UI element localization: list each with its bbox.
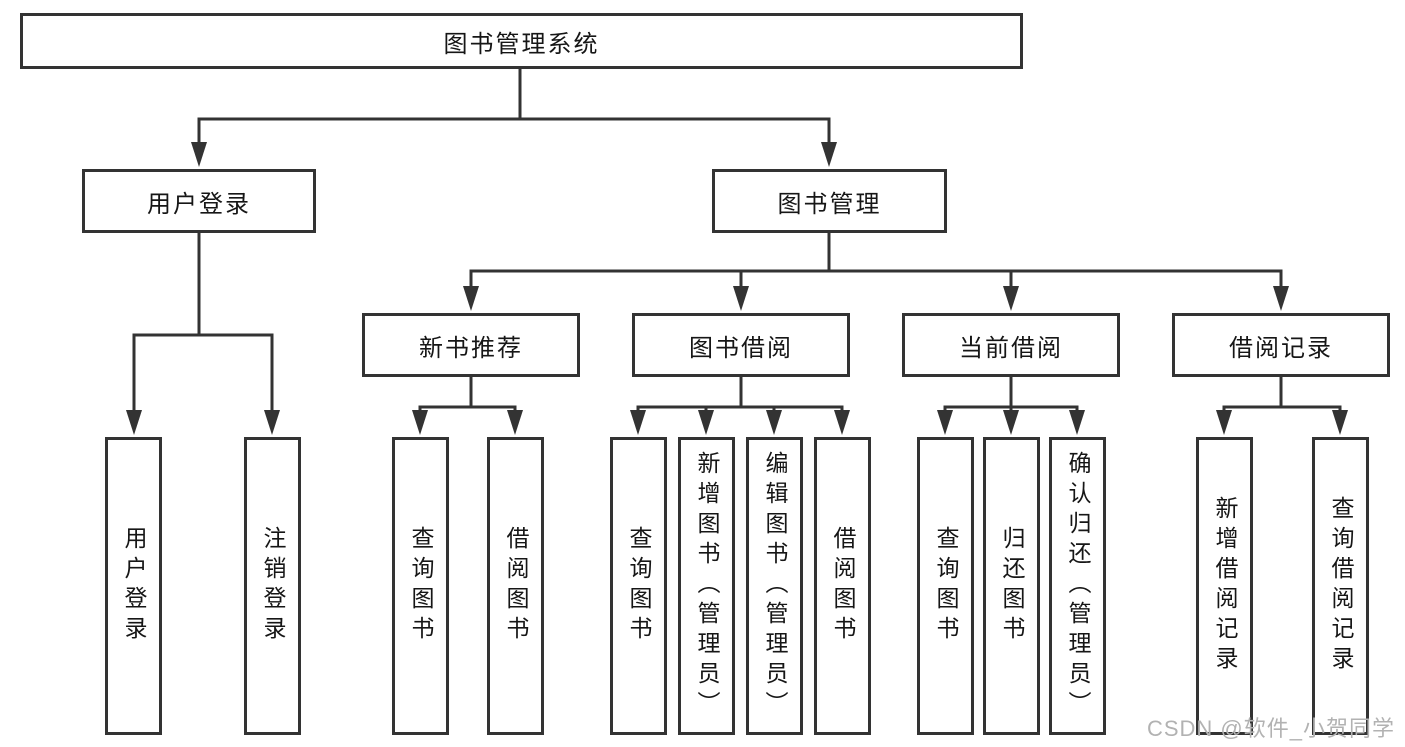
arrowhead-icon xyxy=(1332,410,1348,435)
arrowhead-icon xyxy=(1003,410,1019,435)
arrowhead-icon xyxy=(766,410,782,435)
connector-user-login-children xyxy=(132,231,274,414)
arrowhead-icon xyxy=(463,286,479,311)
node-user-login: 用户登录 xyxy=(82,169,316,233)
arrowhead-icon xyxy=(733,286,749,311)
arrowhead-icon xyxy=(1216,410,1232,435)
leaf-add-borrowing-record: 新增借阅记录 xyxy=(1196,437,1253,735)
node-current-borrowing: 当前借阅 xyxy=(902,313,1120,377)
leaf-return-books: 归还图书 xyxy=(983,437,1040,735)
arrowhead-icon xyxy=(191,142,207,167)
node-book-borrowing: 图书借阅 xyxy=(632,313,850,377)
arrowhead-icon xyxy=(1273,286,1289,311)
arrowhead-icon xyxy=(937,410,953,435)
leaf-query-books-borrowing: 查询图书 xyxy=(610,437,667,735)
leaf-query-books-current: 查询图书 xyxy=(917,437,974,735)
arrowhead-icon xyxy=(821,142,837,167)
arrowhead-icon xyxy=(264,410,280,435)
connector-borrowing-children xyxy=(636,375,844,416)
arrowhead-icon xyxy=(1003,286,1019,311)
connector-recommendation-children xyxy=(418,375,517,416)
node-root: 图书管理系统 xyxy=(20,13,1023,69)
arrowhead-icon xyxy=(834,410,850,435)
connector-records-children xyxy=(1222,375,1342,416)
leaf-query-borrowing-record: 查询借阅记录 xyxy=(1312,437,1369,735)
connector-book-management-children xyxy=(469,231,1283,290)
leaf-borrow-books-recommendation: 借阅图书 xyxy=(487,437,544,735)
arrowhead-icon xyxy=(630,410,646,435)
arrowhead-icon xyxy=(412,410,428,435)
leaf-user-login: 用户登录 xyxy=(105,437,162,735)
leaf-confirm-return-admin: 确认归还（管理员） xyxy=(1049,437,1106,735)
arrowhead-icon xyxy=(1069,410,1085,435)
arrowhead-icon xyxy=(126,410,142,435)
leaf-add-books-admin: 新增图书（管理员） xyxy=(678,437,735,735)
arrowhead-icon xyxy=(507,410,523,435)
node-book-management: 图书管理 xyxy=(712,169,947,233)
leaf-borrow-books-borrowing: 借阅图书 xyxy=(814,437,871,735)
connector-current-borrowing-children xyxy=(943,375,1079,416)
arrowhead-icon xyxy=(698,410,714,435)
node-borrowing-records: 借阅记录 xyxy=(1172,313,1390,377)
watermark: CSDN @软件_小贺同学 xyxy=(1146,716,1395,741)
leaf-edit-books-admin: 编辑图书（管理员） xyxy=(746,437,803,735)
leaf-logout-login: 注销登录 xyxy=(244,437,301,735)
connector-root-to-level2 xyxy=(197,67,831,146)
leaf-query-books-recommendation: 查询图书 xyxy=(392,437,449,735)
node-new-book-recommendation: 新书推荐 xyxy=(362,313,580,377)
